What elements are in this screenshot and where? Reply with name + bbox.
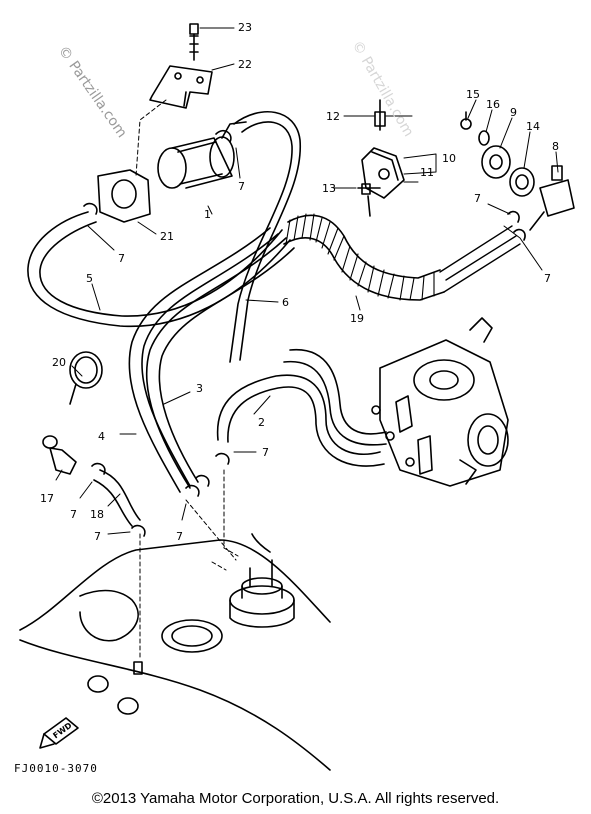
callout-4: 4 — [98, 430, 105, 443]
hose-5 — [27, 211, 291, 328]
callout-7-g: 7 — [70, 508, 77, 521]
callout-15: 15 — [466, 88, 480, 101]
callout-7-b: 7 — [474, 192, 481, 205]
callout-20: 20 — [52, 356, 66, 369]
callout-18: 18 — [90, 508, 104, 521]
callout-21: 21 — [160, 230, 174, 243]
bolt-23 — [189, 23, 199, 61]
clip-7-right-b — [513, 228, 526, 241]
callout-3: 3 — [196, 382, 203, 395]
callout-2: 2 — [258, 416, 265, 429]
fwd-arrow-icon — [39, 717, 79, 749]
filler-neck — [161, 619, 223, 653]
callout-22: 22 — [238, 58, 252, 71]
hose-4 — [128, 227, 279, 493]
fuel-tank — [19, 539, 331, 771]
corrugated-hose-19 — [283, 213, 445, 301]
clip-7-top — [215, 129, 232, 143]
clip-7-mid — [215, 452, 230, 465]
callout-9: 9 — [510, 106, 517, 119]
bolt-13 — [357, 183, 381, 217]
callout-17: 17 — [40, 492, 54, 505]
callout-5: 5 — [86, 272, 93, 285]
clip-7-low-b — [131, 524, 146, 537]
tank-nipple — [133, 661, 143, 675]
callout-10: 10 — [442, 152, 456, 165]
callout-7-h: 7 — [94, 530, 101, 543]
valve-8 — [529, 165, 575, 231]
copyright-notice: ©2013 Yamaha Motor Corporation, U.S.A. A… — [91, 790, 500, 807]
screw-15 — [460, 111, 472, 130]
bolt-12 — [374, 99, 386, 131]
washer-16 — [478, 130, 490, 146]
fitting-17 — [42, 435, 77, 475]
callout-19: 19 — [350, 312, 364, 325]
watermark-main: © Partzilla.com — [55, 43, 130, 141]
callout-7-i: 7 — [176, 530, 183, 543]
callout-7-f: 7 — [262, 446, 269, 459]
fuel-sender — [229, 533, 295, 628]
callout-7-d: 7 — [118, 252, 125, 265]
bracket-10-11 — [361, 147, 405, 199]
fwd-label: FWD — [51, 721, 74, 741]
callout-23: 23 — [238, 21, 252, 34]
fuel-filter-1 — [157, 121, 247, 189]
bracket-22 — [149, 65, 213, 109]
hose-2 — [216, 349, 387, 467]
carburetor — [371, 317, 509, 487]
callout-11: 11 — [420, 166, 434, 179]
callout-13: 13 — [322, 182, 336, 195]
callout-14: 14 — [526, 120, 540, 133]
clip-7-low-a — [91, 462, 106, 475]
cap-9 — [481, 145, 511, 179]
clip-7-center — [185, 474, 210, 497]
callout-16: 16 — [486, 98, 500, 111]
clip-7-left — [83, 202, 98, 215]
clamp-bracket-21 — [97, 169, 151, 223]
hose-6 — [229, 111, 301, 363]
callout-8: 8 — [552, 140, 559, 153]
vent-disc-b — [117, 697, 139, 715]
clip-7-right-a — [507, 210, 520, 223]
callout-7-c: 7 — [544, 272, 551, 285]
strap-clamp-20 — [69, 351, 103, 405]
hose-3 — [145, 237, 295, 489]
callout-6: 6 — [282, 296, 289, 309]
watermark-secondary: © Partzilla.com — [349, 38, 417, 140]
callout-7-a: 7 — [238, 180, 245, 193]
callout-12: 12 — [326, 110, 340, 123]
gasket-14 — [509, 167, 535, 197]
part-code: FJ0010-3070 — [14, 762, 98, 775]
hose-18 — [93, 469, 141, 527]
vent-disc-a — [87, 675, 109, 693]
callout-1: 1 — [204, 208, 211, 221]
